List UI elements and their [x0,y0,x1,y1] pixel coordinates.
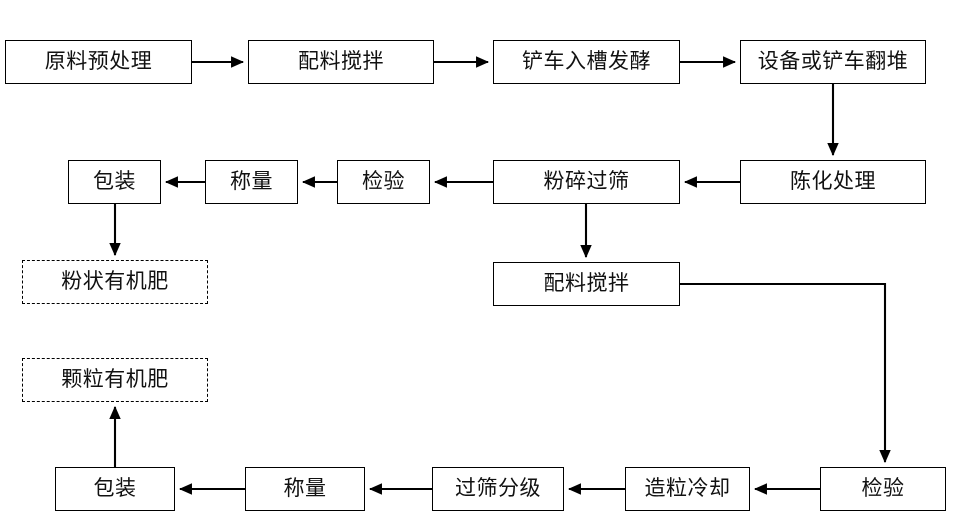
flow-node-n1[interactable]: 原料预处理 [5,40,192,84]
flow-node-label: 陈化处理 [790,168,876,193]
flow-node-label: 设备或铲车翻堆 [757,48,909,73]
flow-node-label: 颗粒有机肥 [61,366,169,391]
flow-node-label: 造粒冷却 [644,475,731,500]
flow-node-n17[interactable]: 检验 [820,467,946,511]
flow-node-n2[interactable]: 配料搅拌 [248,40,434,84]
flow-node-n3[interactable]: 铲车入槽发酵 [493,40,680,84]
flow-node-label: 原料预处理 [44,48,153,73]
flow-node-n7[interactable]: 检验 [337,160,430,204]
flow-node-label: 配料搅拌 [298,48,384,73]
flow-node-n14[interactable]: 称量 [245,467,365,511]
flow-node-label: 检验 [362,168,405,193]
flow-node-n9[interactable]: 包装 [68,160,161,204]
flow-node-n6[interactable]: 粉碎过筛 [493,160,680,204]
edge-layer [109,56,891,495]
flow-node-label: 粉状有机肥 [61,268,169,293]
flow-node-label: 检验 [861,475,905,500]
flow-node-label: 铲车入槽发酵 [522,48,651,73]
flow-node-n13[interactable]: 包装 [55,467,175,511]
flow-node-n11[interactable]: 配料搅拌 [493,262,680,306]
flow-node-n15[interactable]: 过筛分级 [432,467,564,511]
flow-node-label: 过筛分级 [455,475,541,500]
flow-edge-e11 [680,282,891,464]
flow-node-n16[interactable]: 造粒冷却 [625,467,750,511]
flow-node-label: 粉碎过筛 [543,168,630,193]
flow-node-label: 配料搅拌 [543,270,630,295]
flow-node-n10[interactable]: 粉状有机肥 [22,260,208,304]
flow-node-n4[interactable]: 设备或铲车翻堆 [740,40,926,84]
flow-node-n8[interactable]: 称量 [205,160,298,204]
flow-node-label: 称量 [230,168,273,193]
flow-node-label: 包装 [93,475,137,500]
flow-node-label: 包装 [93,168,136,193]
flow-node-label: 称量 [283,475,327,500]
flow-node-n5[interactable]: 陈化处理 [740,160,926,204]
flow-node-n12[interactable]: 颗粒有机肥 [22,358,208,402]
